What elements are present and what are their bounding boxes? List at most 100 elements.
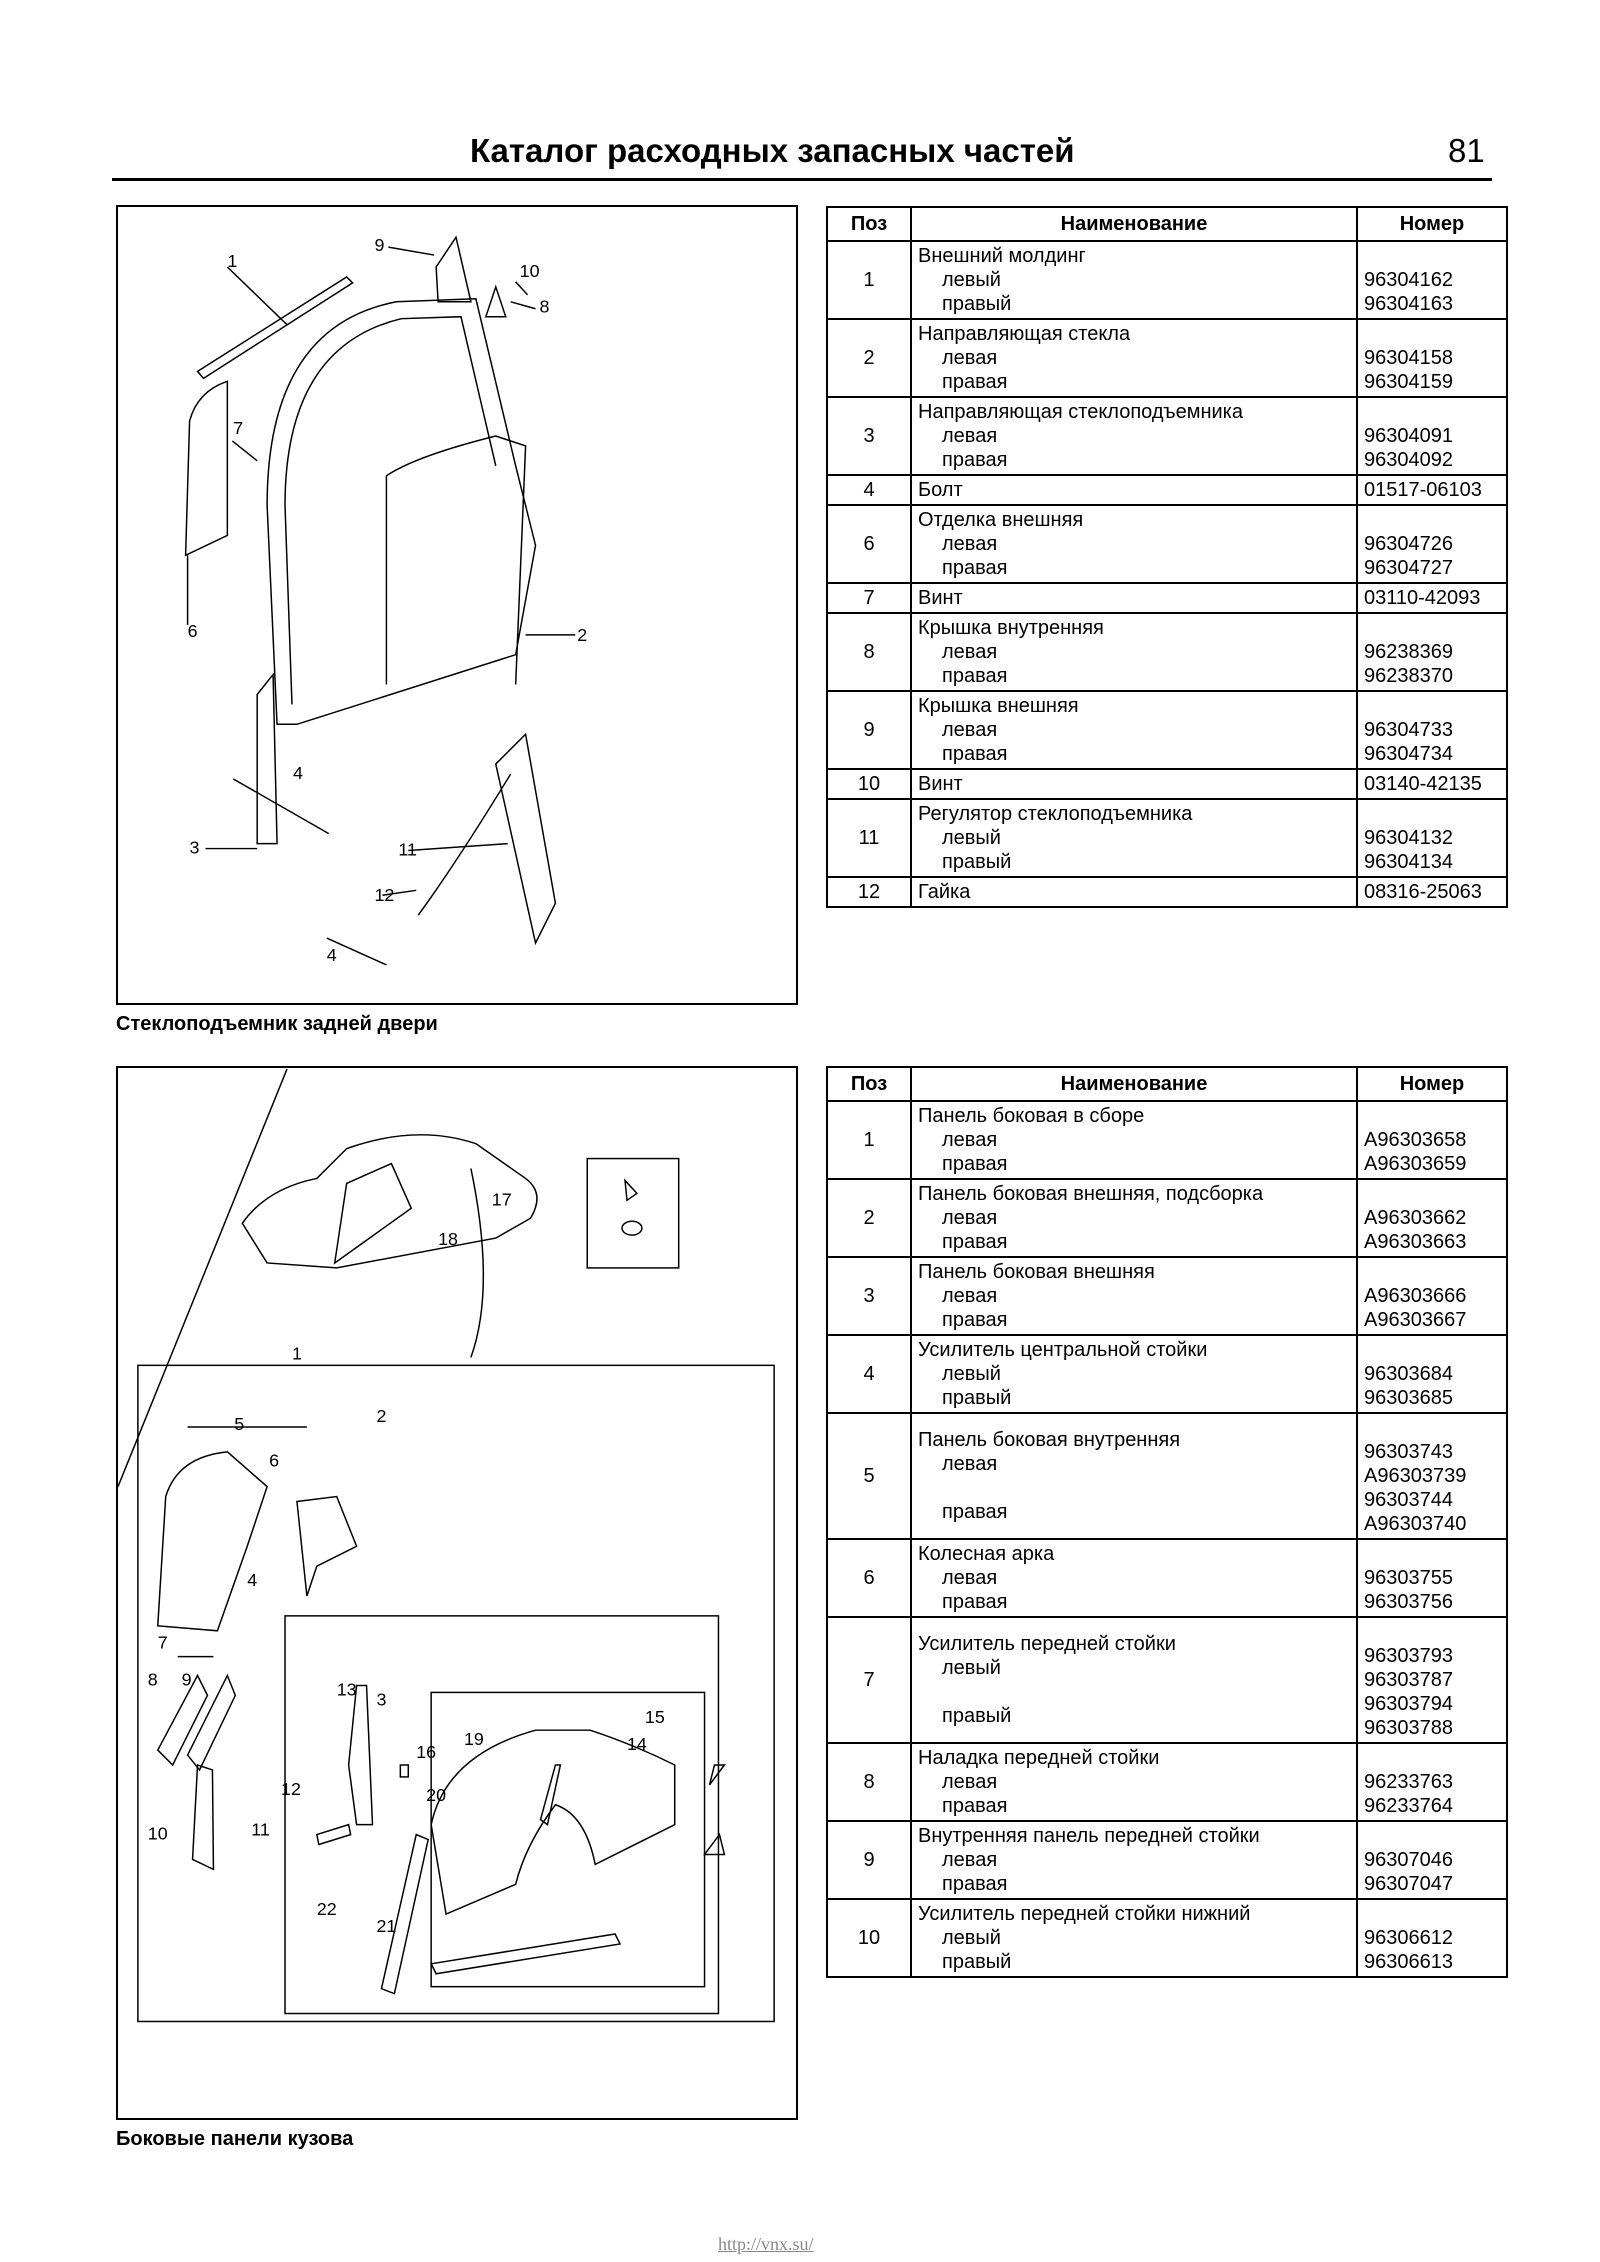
callout-label: 13 (337, 1679, 357, 1699)
part-position: 4 (826, 1334, 912, 1414)
variant-label: правая (942, 1231, 1008, 1253)
part-number: 96306612 (1364, 1927, 1453, 1949)
callout-label: 17 (492, 1189, 512, 1209)
part-name-cell: Болт (910, 474, 1358, 506)
variant-label: левая (942, 1567, 998, 1589)
part-number: 96304162 (1364, 269, 1453, 291)
car-door-outline (333, 1162, 413, 1265)
callout-label: 1 (227, 251, 237, 271)
callout-label: 2 (577, 625, 587, 645)
part-position: 3 (826, 1256, 912, 1336)
part-number: 08316-25063 (1364, 881, 1482, 903)
outer-side-panel-shape (430, 1729, 676, 1916)
part-number: 96233764 (1364, 1795, 1453, 1817)
callout-label: 15 (645, 1707, 665, 1727)
callout-label: 10 (148, 1824, 168, 1844)
col-name: Наименование (910, 206, 1358, 242)
table-header-row: Поз Наименование Номер (826, 1066, 1508, 1102)
footer-url[interactable]: http://vnx.su/ (718, 2234, 814, 2254)
spacer (1364, 616, 1500, 640)
part-number: 96233763 (1364, 1771, 1453, 1793)
car-arc-arrow (470, 1168, 485, 1358)
part-position: 7 (826, 1616, 912, 1744)
regulator-guide-shape (256, 672, 278, 845)
part-number: 96303685 (1364, 1387, 1453, 1409)
leader-line (388, 246, 435, 256)
leader-line (326, 937, 387, 966)
part-14-shape (708, 1764, 726, 1786)
callout-label: 7 (233, 418, 243, 438)
part-number: 01517-06103 (1364, 479, 1482, 501)
regulator-cable (417, 773, 512, 916)
part-name: Панель боковая в сборе (918, 1105, 1145, 1127)
part-number-cell: 03110-42093 (1356, 582, 1508, 614)
leader-line (515, 281, 529, 296)
part-position: 1 (826, 240, 912, 320)
part-name: Внутренняя панель передней стойки (918, 1825, 1260, 1847)
variant-label: правый (942, 1387, 1012, 1409)
leader-line (408, 842, 508, 852)
variant-label: правая (942, 1873, 1008, 1895)
figure1-caption: Стеклоподъемник задней двери (116, 1013, 438, 1035)
variant-label: правая (942, 1591, 1008, 1613)
glass-run-shape (385, 435, 527, 685)
spacer (1364, 1104, 1500, 1128)
bracket-11-shape (315, 1823, 352, 1846)
pillar-22-shape (380, 1833, 430, 1995)
outer-molding-shape (196, 275, 354, 380)
variant-label: правая (942, 1153, 1008, 1175)
part-position: 8 (826, 1742, 912, 1822)
variant-label: правая (942, 1795, 1008, 1817)
part-number: 03140-42135 (1364, 773, 1482, 795)
callout-label: 22 (317, 1899, 337, 1919)
col-number: Номер (1356, 206, 1508, 242)
part-position: 5 (826, 1412, 912, 1540)
part-position: 9 (826, 1820, 912, 1900)
part-position: 10 (826, 768, 912, 800)
part-name: Направляющая стеклоподъемника (918, 401, 1243, 423)
variant-label: левый (942, 1363, 1001, 1385)
col-pos: Поз (826, 1066, 912, 1102)
leader-line (118, 1068, 288, 1487)
part-name: Усилитель передней стойки (918, 1633, 1176, 1655)
callout-label: 12 (281, 1779, 301, 1799)
subassembly-frame (284, 1615, 720, 2015)
part-number-cell: 01517-06103 (1356, 474, 1508, 506)
part-position: 9 (826, 690, 912, 770)
variant-label: левая (942, 1129, 998, 1151)
part-number: 03110-42093 (1364, 587, 1481, 609)
variant-label: левая (942, 1771, 998, 1793)
variant-label: левая (942, 533, 998, 555)
spacer (1364, 1902, 1500, 1926)
plug-icon (621, 1220, 643, 1236)
page-title: Каталог расходных запасных частей (470, 132, 1075, 169)
callout-label: 7 (158, 1633, 168, 1653)
callout-label: 21 (376, 1916, 396, 1936)
callout-label: 14 (627, 1734, 647, 1754)
spacer (1364, 694, 1500, 718)
variant-label: правый (942, 1951, 1012, 1973)
front-pillar-reinforcement-shape (156, 1673, 209, 1767)
part-position: 7 (826, 582, 912, 614)
variant-label: левая (942, 1285, 998, 1307)
callout-label: 8 (540, 297, 550, 317)
part-number-cell: 03140-42135 (1356, 768, 1508, 800)
callout-label: 6 (269, 1451, 279, 1471)
callout-label: 9 (374, 235, 384, 255)
part-15-shape (703, 1832, 726, 1856)
part-number: 96304734 (1364, 743, 1453, 765)
callout-label: 16 (416, 1742, 436, 1762)
lower-pillar-reinforcement-shape (191, 1763, 215, 1871)
